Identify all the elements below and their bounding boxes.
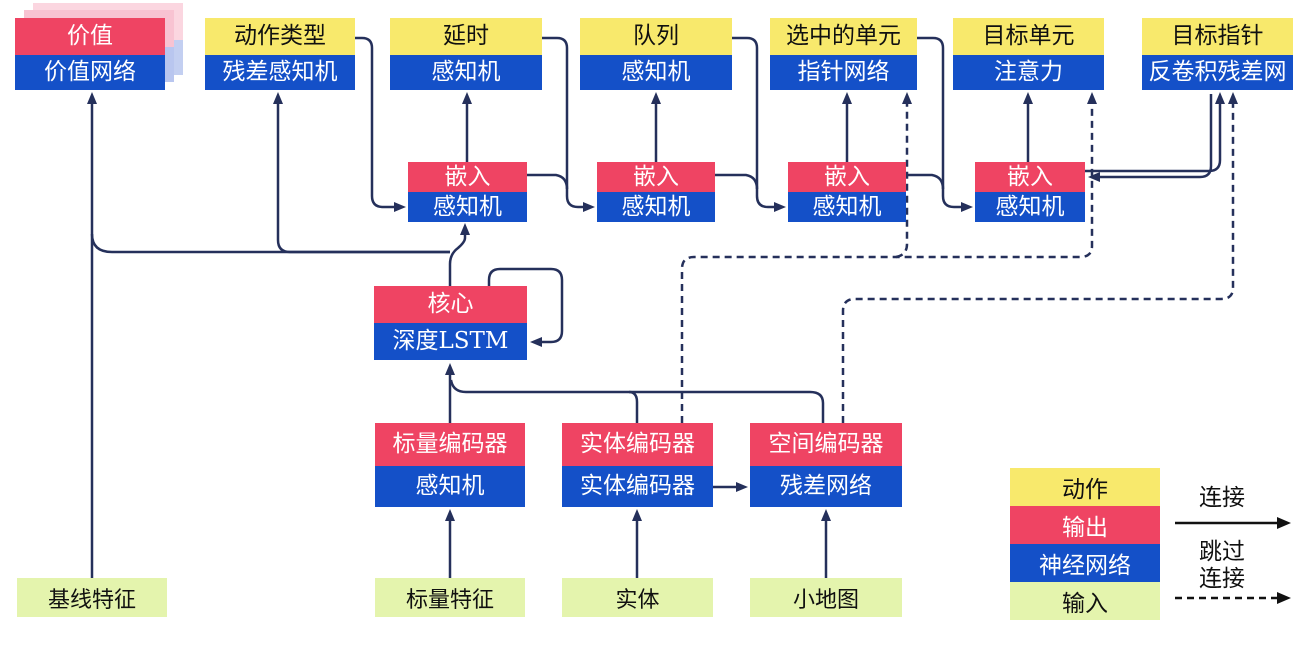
core-network-label: 深度LSTM bbox=[374, 323, 527, 360]
queue-network-label: 感知机 bbox=[580, 55, 732, 90]
wire-core-left-horizontal bbox=[90, 233, 450, 254]
wire-core-to-embed1 bbox=[448, 223, 470, 287]
node-embed-4: 嵌入 感知机 bbox=[975, 162, 1085, 222]
node-baseline-features: 基线特征 bbox=[17, 578, 167, 617]
legend-skip-line1: 跳过 bbox=[1199, 539, 1245, 565]
wire-actiontype-to-embed1 bbox=[355, 36, 406, 212]
skip-entityencoder-to-attention bbox=[680, 92, 1097, 423]
wire-entityencoder-branch bbox=[628, 390, 639, 423]
selected-units-network-label: 指针网络 bbox=[770, 55, 917, 90]
node-target-unit: 目标单元 注意力 bbox=[953, 18, 1104, 90]
embed-2-label: 嵌入 bbox=[597, 162, 715, 192]
embed-2-network-label: 感知机 bbox=[597, 192, 715, 222]
entity-encoder-label: 实体编码器 bbox=[562, 423, 713, 466]
skip-spatialencoder-to-targetpointer bbox=[841, 92, 1238, 423]
node-queue: 队列 感知机 bbox=[580, 18, 732, 90]
value-output-label: 价值 bbox=[15, 18, 165, 55]
entity-encoder-network-label: 实体编码器 bbox=[562, 466, 713, 507]
node-scalar-encoder: 标量编码器 感知机 bbox=[375, 423, 525, 507]
legend-output: 输出 bbox=[1010, 506, 1160, 544]
delay-label: 延时 bbox=[390, 18, 542, 55]
node-core: 核心 深度LSTM bbox=[374, 286, 527, 360]
node-scalar-features: 标量特征 bbox=[375, 578, 525, 617]
scalar-encoder-network-label: 感知机 bbox=[375, 466, 525, 507]
node-entities: 实体 bbox=[562, 578, 713, 617]
embed-1-network-label: 感知机 bbox=[408, 192, 527, 222]
wire-encoder-merge-horizontal bbox=[449, 379, 825, 423]
spatial-encoder-label: 空间编码器 bbox=[750, 423, 902, 466]
node-minimap: 小地图 bbox=[750, 578, 902, 617]
node-delay: 延时 感知机 bbox=[390, 18, 542, 90]
node-value: 价值 价值网络 bbox=[15, 18, 165, 90]
spatial-encoder-network-label: 残差网络 bbox=[750, 466, 902, 507]
legend-input: 输入 bbox=[1010, 582, 1160, 620]
queue-label: 队列 bbox=[580, 18, 732, 55]
node-embed-2: 嵌入 感知机 bbox=[597, 162, 715, 222]
node-target-pointer: 目标指针 反卷积残差网 bbox=[1142, 18, 1293, 90]
action-type-label: 动作类型 bbox=[205, 18, 355, 55]
wire-embed3-out bbox=[906, 173, 945, 190]
embed-1-label: 嵌入 bbox=[408, 162, 527, 192]
legend-skip-line2: 连接 bbox=[1199, 566, 1245, 592]
legend-action: 动作 bbox=[1010, 468, 1160, 506]
embed-4-network-label: 感知机 bbox=[975, 192, 1085, 222]
node-entity-encoder: 实体编码器 实体编码器 bbox=[562, 423, 713, 507]
embed-3-label: 嵌入 bbox=[788, 162, 906, 192]
embed-4-label: 嵌入 bbox=[975, 162, 1085, 192]
node-embed-3: 嵌入 感知机 bbox=[788, 162, 906, 222]
wire-queue-to-embed3 bbox=[732, 36, 786, 212]
wire-embed2-out bbox=[715, 173, 759, 190]
wire-embed4-to-targetpointer bbox=[1085, 92, 1225, 173]
wire-delay-to-embed2 bbox=[542, 36, 595, 212]
target-pointer-network-label: 反卷积残差网 bbox=[1142, 55, 1293, 90]
wire-core-to-resid-perceptron bbox=[273, 92, 450, 254]
target-pointer-label: 目标指针 bbox=[1142, 18, 1293, 55]
legend: 动作 输出 神经网络 输入 bbox=[1010, 468, 1160, 620]
wire-selected-to-embed4 bbox=[917, 36, 973, 212]
action-type-network-label: 残差感知机 bbox=[205, 55, 355, 90]
legend-skip-label: 跳过 连接 bbox=[1157, 539, 1287, 593]
core-label: 核心 bbox=[374, 286, 527, 323]
legend-network: 神经网络 bbox=[1010, 544, 1160, 582]
wire-core-self-loop bbox=[487, 267, 564, 347]
node-selected-units: 选中的单元 指针网络 bbox=[770, 18, 917, 90]
value-network-label: 价值网络 bbox=[15, 55, 165, 90]
node-embed-1: 嵌入 感知机 bbox=[408, 162, 527, 222]
embed-3-network-label: 感知机 bbox=[788, 192, 906, 222]
target-unit-label: 目标单元 bbox=[953, 18, 1104, 55]
scalar-encoder-label: 标量编码器 bbox=[375, 423, 525, 466]
delay-network-label: 感知机 bbox=[390, 55, 542, 90]
legend-connection-label: 连接 bbox=[1199, 485, 1245, 511]
node-action-type: 动作类型 残差感知机 bbox=[205, 18, 355, 90]
selected-units-label: 选中的单元 bbox=[770, 18, 917, 55]
node-spatial-encoder: 空间编码器 残差网络 bbox=[750, 423, 902, 507]
wire-targetpointer-to-embed4 bbox=[1088, 94, 1213, 182]
target-unit-network-label: 注意力 bbox=[953, 55, 1104, 90]
wire-embed1-out bbox=[527, 173, 569, 190]
skip-branch-to-pointernet bbox=[895, 92, 912, 259]
